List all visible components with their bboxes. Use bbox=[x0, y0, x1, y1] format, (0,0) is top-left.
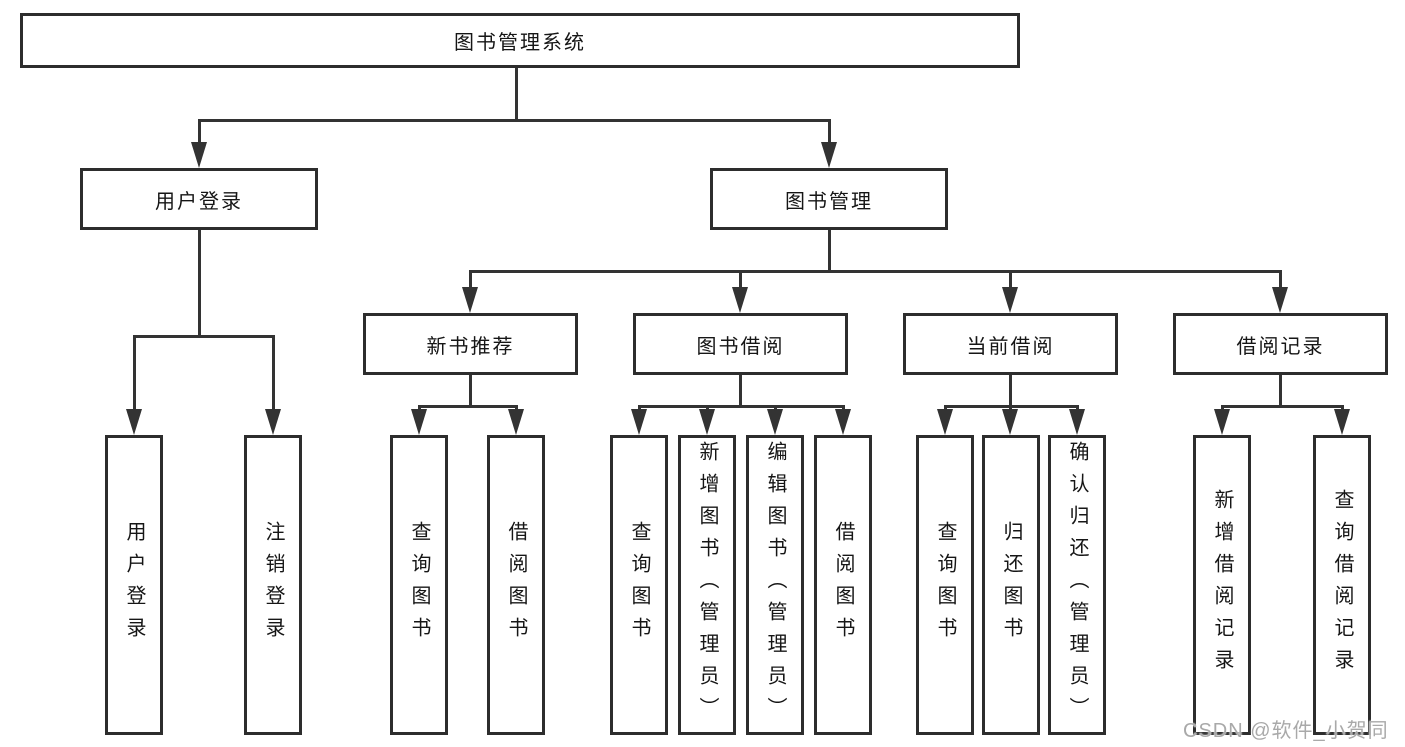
connector-user-login-rail bbox=[133, 335, 275, 338]
leaf-borrow-books-label: 借阅图书 bbox=[832, 521, 854, 649]
arrow-add-book-admin bbox=[699, 409, 715, 435]
connector-drop-book-borrowing bbox=[739, 270, 742, 290]
leaf-edit-book-admin-label: 编辑图书（管理员） bbox=[764, 441, 786, 729]
leaf-query-books-recommend-label: 查询图书 bbox=[408, 521, 430, 649]
leaf-add-borrow-record: 新增借阅记录 bbox=[1193, 435, 1251, 735]
leaf-query-books-borrow-label: 查询图书 bbox=[628, 521, 650, 649]
leaf-add-book-admin-label: 新增图书（管理员） bbox=[696, 441, 718, 729]
node-user-login-label: 用户登录 bbox=[155, 190, 243, 213]
arrow-book-borrowing bbox=[732, 287, 748, 313]
connector-new-book-recommend-rail bbox=[418, 405, 518, 408]
leaf-query-books-recommend: 查询图书 bbox=[390, 435, 448, 735]
node-root: 图书管理系统 bbox=[20, 13, 1020, 68]
arrow-query-books-borrow bbox=[631, 409, 647, 435]
arrow-user-login bbox=[191, 142, 207, 168]
leaf-user-login-label: 用户登录 bbox=[123, 521, 145, 649]
connector-current-borrowing-stem bbox=[1009, 375, 1012, 408]
leaf-return-book-label: 归还图书 bbox=[1000, 521, 1022, 649]
connector-drop-current-borrowing bbox=[1009, 270, 1012, 290]
node-new-book-recommend-label: 新书推荐 bbox=[426, 335, 515, 358]
leaf-borrow-books: 借阅图书 bbox=[814, 435, 872, 735]
node-book-management: 图书管理 bbox=[710, 168, 948, 230]
connector-borrow-records-stem bbox=[1279, 375, 1282, 408]
csdn-watermark: CSDN @软件_小贺同学 bbox=[1183, 720, 1389, 742]
leaf-return-book: 归还图书 bbox=[982, 435, 1040, 735]
arrow-borrow-books-recommend bbox=[508, 409, 524, 435]
leaf-add-borrow-record-label: 新增借阅记录 bbox=[1211, 489, 1233, 681]
arrow-confirm-return bbox=[1069, 409, 1085, 435]
leaf-logout-label: 注销登录 bbox=[262, 521, 284, 649]
arrow-query-books-current bbox=[937, 409, 953, 435]
node-book-management-label: 图书管理 bbox=[785, 190, 873, 213]
leaf-user-login: 用户登录 bbox=[105, 435, 163, 735]
leaf-confirm-return-admin: 确认归还（管理员） bbox=[1048, 435, 1106, 735]
arrow-book-management bbox=[821, 142, 837, 168]
connector-book-borrowing-rail bbox=[638, 405, 845, 408]
connector-new-book-recommend-stem bbox=[469, 375, 472, 408]
leaf-logout: 注销登录 bbox=[244, 435, 302, 735]
arrow-edit-book-admin bbox=[767, 409, 783, 435]
connector-drop-user-login bbox=[198, 119, 201, 145]
node-book-borrowing-label: 图书借阅 bbox=[696, 335, 785, 358]
node-user-login: 用户登录 bbox=[80, 168, 318, 230]
leaf-borrow-books-recommend-label: 借阅图书 bbox=[505, 521, 527, 649]
node-current-borrowing: 当前借阅 bbox=[903, 313, 1118, 375]
connector-drop-book-management bbox=[828, 119, 831, 145]
connector-level2-rail bbox=[198, 119, 831, 122]
connector-root-stem bbox=[515, 68, 518, 121]
node-book-borrowing: 图书借阅 bbox=[633, 313, 848, 375]
leaf-query-books-borrow: 查询图书 bbox=[610, 435, 668, 735]
leaf-borrow-books-recommend: 借阅图书 bbox=[487, 435, 545, 735]
connector-drop-new-book-recommend bbox=[469, 270, 472, 290]
leaf-query-borrow-record: 查询借阅记录 bbox=[1313, 435, 1371, 735]
arrow-leaf-logout bbox=[265, 409, 281, 435]
arrow-add-borrow-record bbox=[1214, 409, 1230, 435]
node-root-label: 图书管理系统 bbox=[454, 32, 586, 54]
arrow-borrow-books bbox=[835, 409, 851, 435]
connector-level3-rail bbox=[469, 270, 1282, 273]
node-borrow-records-label: 借阅记录 bbox=[1236, 335, 1325, 358]
connector-book-management-stem bbox=[828, 230, 831, 273]
leaf-confirm-return-admin-label: 确认归还（管理员） bbox=[1066, 441, 1088, 729]
connector-borrow-records-rail bbox=[1221, 405, 1344, 408]
node-new-book-recommend: 新书推荐 bbox=[363, 313, 578, 375]
arrow-query-borrow-record bbox=[1334, 409, 1350, 435]
leaf-query-books-current-label: 查询图书 bbox=[934, 521, 956, 649]
leaf-add-book-admin: 新增图书（管理员） bbox=[678, 435, 736, 735]
leaf-query-borrow-record-label: 查询借阅记录 bbox=[1331, 489, 1353, 681]
arrow-borrow-records bbox=[1272, 287, 1288, 313]
leaf-edit-book-admin: 编辑图书（管理员） bbox=[746, 435, 804, 735]
arrow-query-books-recommend bbox=[411, 409, 427, 435]
connector-drop-leaf-logout bbox=[272, 335, 275, 411]
connector-user-login-stem bbox=[198, 230, 201, 338]
node-borrow-records: 借阅记录 bbox=[1173, 313, 1388, 375]
leaf-query-books-current: 查询图书 bbox=[916, 435, 974, 735]
connector-drop-leaf-user-login bbox=[133, 335, 136, 411]
arrow-new-book-recommend bbox=[462, 287, 478, 313]
arrow-return-book bbox=[1002, 409, 1018, 435]
connector-book-borrowing-stem bbox=[739, 375, 742, 408]
arrow-leaf-user-login bbox=[126, 409, 142, 435]
node-current-borrowing-label: 当前借阅 bbox=[966, 335, 1055, 358]
arrow-current-borrowing bbox=[1002, 287, 1018, 313]
connector-drop-borrow-records bbox=[1279, 270, 1282, 290]
